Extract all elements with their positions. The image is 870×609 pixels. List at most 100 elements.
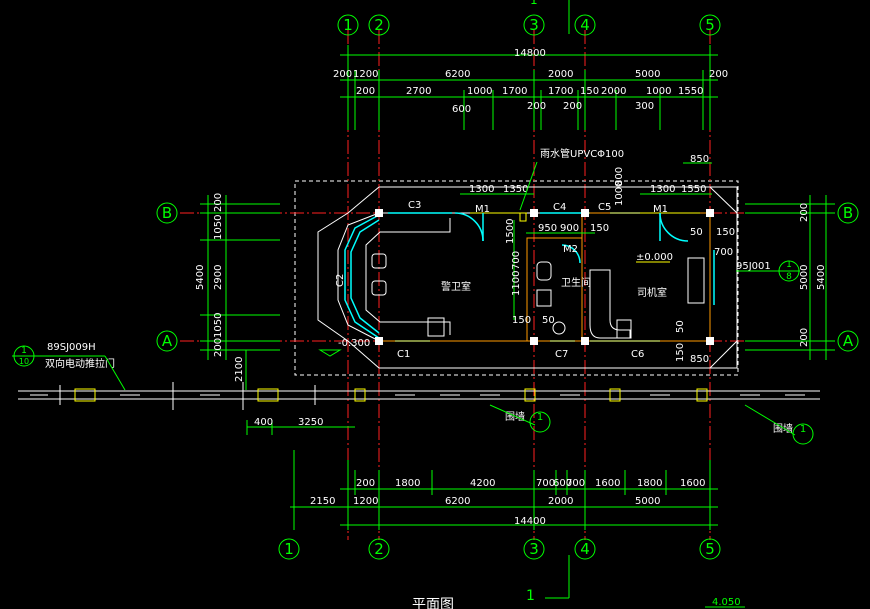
dim-bot-400: 400 xyxy=(254,417,273,428)
door-tag-M2: M2 xyxy=(563,244,578,255)
window-tag-C2: C2 xyxy=(335,274,346,287)
ref-circle-right-den: 8 xyxy=(786,272,792,282)
axis-label-2-bottom: 2 xyxy=(374,540,384,558)
room-label-driver: 司机室 xyxy=(637,286,667,299)
ref-95j001: 95J001 xyxy=(736,261,771,272)
dim-top3-1700a: 1700 xyxy=(502,86,527,97)
room-label-guard: 警卫室 xyxy=(441,280,471,293)
dim-bot-600: 600 xyxy=(553,478,572,489)
dim-left-1050a: 1050 xyxy=(213,215,224,240)
axis-label-A-right: A xyxy=(843,332,854,350)
dim-in-850a: 850 xyxy=(690,154,709,165)
top-axis-bubbles: 1 2 3 4 5 xyxy=(337,14,721,36)
dim-in-1000: 1000 xyxy=(614,181,625,206)
dim-in-50c: 50 xyxy=(690,227,703,238)
dim-in-150d: 150 xyxy=(716,227,735,238)
dim-in-800: 800 xyxy=(614,167,625,186)
drawing-title: 平面图 xyxy=(412,597,454,609)
axis-label-1-bottom: 1 xyxy=(284,540,294,558)
dim-bot-200: 200 xyxy=(356,478,375,489)
dim-right-5400: 5400 xyxy=(816,265,827,290)
window-tag-C3: C3 xyxy=(408,200,421,211)
dim-bot-6200: 6200 xyxy=(445,496,470,507)
axis-label-A-left: A xyxy=(162,332,173,350)
dim-bot-1200: 1200 xyxy=(353,496,378,507)
section-mark-bottom: 1 xyxy=(526,588,535,604)
dim-left-1050b: 1050 xyxy=(213,313,224,338)
dim-top3-150: 150 xyxy=(580,86,599,97)
dim-in-150c: 150 xyxy=(675,343,686,362)
dim-top3-1700b: 1700 xyxy=(548,86,573,97)
dim-top-2000: 2000 xyxy=(548,69,573,80)
dim-top3-1000: 1000 xyxy=(646,86,671,97)
dim-in-50a: 50 xyxy=(542,315,555,326)
fence xyxy=(18,382,820,410)
window-tag-C5: C5 xyxy=(598,202,611,213)
dim-top3-1000: 1000 xyxy=(467,86,492,97)
dim-bot-1600b: 1600 xyxy=(680,478,705,489)
elevation-value: 4.050 xyxy=(712,597,741,608)
dim-bot-5000: 5000 xyxy=(635,496,660,507)
bay-window-C2 xyxy=(344,214,380,339)
axis-label-3-bottom: 3 xyxy=(529,540,539,558)
dim-in-1550: 1550 xyxy=(681,184,706,195)
level-zero: ±0.000 xyxy=(636,252,673,263)
gate-label: 双向电动推拉门 xyxy=(45,357,115,370)
dim-top-600: 600 xyxy=(452,104,471,115)
axis-label-5-top: 5 xyxy=(705,16,715,34)
dim-in-150b: 150 xyxy=(512,315,531,326)
window-tag-C6: C6 xyxy=(631,349,644,360)
dim-total-top: 14800 xyxy=(514,48,546,59)
dim-top3-200: 200 xyxy=(356,86,375,97)
dim-bot-4200: 4200 xyxy=(470,478,495,489)
dim-right-200b: 200 xyxy=(799,328,810,347)
dim-bot-1800b: 1800 xyxy=(637,478,662,489)
dim-in-850b: 850 xyxy=(690,354,709,365)
door-tag-M1b: M1 xyxy=(653,204,668,215)
right-dimension-lines xyxy=(745,195,835,360)
dim-in-1350: 1350 xyxy=(503,184,528,195)
dim-bot-3250: 3250 xyxy=(298,417,323,428)
axis-label-B-right: B xyxy=(843,204,853,222)
dim-top-200a: 200 xyxy=(333,69,352,80)
ref-circle-left-num: 1 xyxy=(21,346,27,356)
ref-circle-left-den: 10 xyxy=(19,357,29,366)
window-tag-C1: C1 xyxy=(397,349,410,360)
room-label-toilet: 卫生间 xyxy=(561,276,591,289)
window-tag-C4: C4 xyxy=(553,202,566,213)
rain-pipe-note: 雨水管UPVCΦ100 xyxy=(540,147,624,160)
dim-in-700b: 700 xyxy=(714,247,733,258)
dim-right-5000: 5000 xyxy=(799,265,810,290)
dim-left-2100: 2100 xyxy=(234,357,245,382)
axis-label-3-top: 3 xyxy=(529,16,539,34)
door-tag-M1a: M1 xyxy=(475,204,490,215)
axis-label-4-top: 4 xyxy=(580,16,590,34)
dim-left-200b: 200 xyxy=(213,338,224,357)
dim-top3-2700: 2700 xyxy=(406,86,431,97)
dim-top-200b: 200 xyxy=(709,69,728,80)
dim-top-200d: 200 xyxy=(563,101,582,112)
roof-outline xyxy=(294,180,739,376)
dim-top-5000: 5000 xyxy=(635,69,660,80)
dim-bot-700b: 700 xyxy=(566,478,585,489)
dim-in-50b: 50 xyxy=(675,320,686,333)
ref-circle-right-num: 1 xyxy=(786,260,792,270)
top-dimension-lines xyxy=(340,45,718,130)
ref-89sj009h: 89SJ009H xyxy=(47,342,96,353)
dim-in-1300b: 1300 xyxy=(650,184,675,195)
dim-in-950: 950 xyxy=(538,223,557,234)
bottom-dimension-lines xyxy=(246,420,718,530)
dim-top3-2000: 2000 xyxy=(601,86,626,97)
dim-top-6200: 6200 xyxy=(445,69,470,80)
dim-bot-1800a: 1800 xyxy=(395,478,420,489)
level-neg: -0.300 xyxy=(338,338,370,349)
dim-left-5400: 5400 xyxy=(195,265,206,290)
axis-label-5-bottom: 5 xyxy=(705,540,715,558)
dim-bot-2150: 2150 xyxy=(310,496,335,507)
dim-top3-1550: 1550 xyxy=(678,86,703,97)
dim-in-1300a: 1300 xyxy=(469,184,494,195)
dim-in-1100: 1100 xyxy=(511,271,522,296)
dim-bot-14400: 14400 xyxy=(514,516,546,527)
dim-in-1500: 1500 xyxy=(505,219,516,244)
dim-in-900: 900 xyxy=(560,223,579,234)
